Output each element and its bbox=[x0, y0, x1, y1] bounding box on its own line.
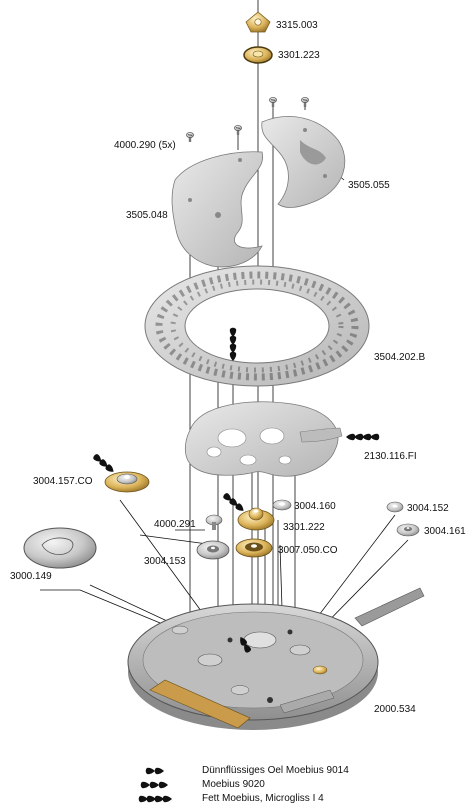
drop-x2-icon bbox=[145, 767, 164, 775]
label-2130116fi: 2130.116.FI bbox=[364, 451, 417, 462]
label-3301223: 3301.223 bbox=[278, 50, 320, 61]
part-3000149 bbox=[23, 527, 97, 569]
label-4000291: 4000.291 bbox=[154, 519, 196, 530]
label-3007050co: 3007.050.CO bbox=[278, 545, 338, 556]
part-3315003 bbox=[245, 11, 271, 33]
screw-icon bbox=[185, 131, 195, 143]
label-3004152: 3004.152 bbox=[407, 503, 449, 514]
label-3004157co: 3004.157.CO bbox=[33, 476, 93, 487]
legend-symbols bbox=[138, 767, 172, 803]
label-3004161: 3004.161 bbox=[424, 526, 466, 537]
label-3004160: 3004.160 bbox=[294, 501, 336, 512]
part-3004160 bbox=[272, 499, 292, 511]
drop-x3-icon bbox=[140, 781, 168, 789]
label-3000149: 3000.149 bbox=[10, 571, 52, 582]
label-3505048: 3505.048 bbox=[126, 210, 168, 221]
part-3504202-date-disc bbox=[144, 265, 370, 387]
label-3505055: 3505.055 bbox=[348, 180, 390, 191]
screw-icon bbox=[300, 97, 310, 108]
drop-x4-icon bbox=[138, 795, 172, 803]
label-4000290: 4000.290 (5x) bbox=[114, 140, 176, 151]
screw-icon bbox=[268, 97, 278, 108]
label-3504202b: 3504.202.B bbox=[374, 352, 425, 363]
part-3004161 bbox=[396, 523, 420, 537]
part-date-driver-plate bbox=[184, 401, 343, 477]
part-3505048 bbox=[171, 151, 264, 268]
part-3505055 bbox=[261, 116, 346, 208]
label-3315003: 3315.003 bbox=[276, 20, 318, 31]
part-2000534-base-movement bbox=[127, 587, 425, 730]
part-3004157co bbox=[104, 471, 150, 493]
label-3004153: 3004.153 bbox=[144, 556, 186, 567]
part-3004153 bbox=[196, 540, 230, 560]
screw-icon bbox=[233, 125, 243, 136]
part-3301223 bbox=[243, 46, 273, 64]
part-3004152 bbox=[386, 501, 404, 513]
part-4000291 bbox=[205, 514, 223, 530]
part-3007050co bbox=[235, 538, 273, 558]
part-3301222 bbox=[237, 507, 275, 531]
label-3301222: 3301.222 bbox=[283, 522, 325, 533]
part-labels: 3315.003 3301.223 4000.290 (5x) 3505.055… bbox=[10, 20, 466, 715]
label-2000534: 2000.534 bbox=[374, 704, 416, 715]
